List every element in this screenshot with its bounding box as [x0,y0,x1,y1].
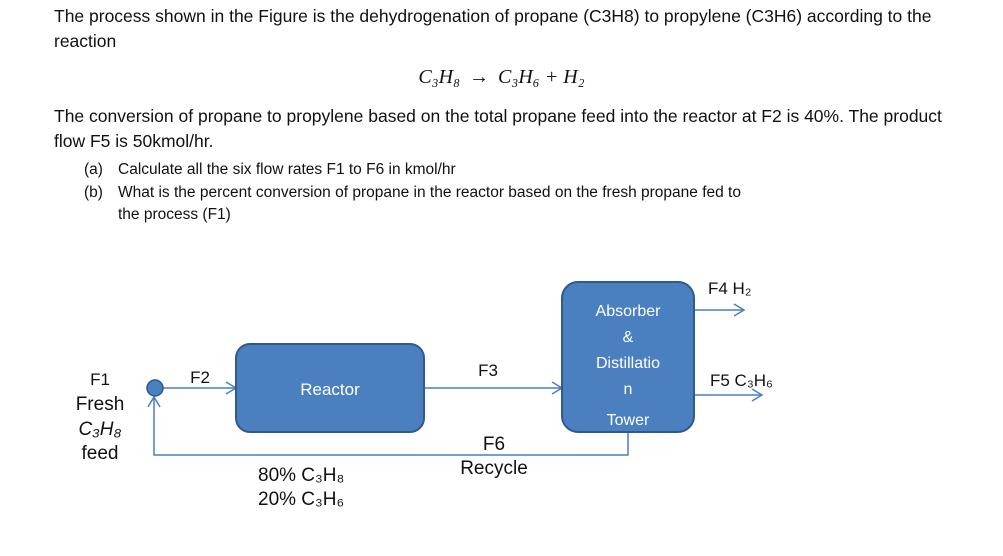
f5-label: F5 C₃H₆ [710,371,773,390]
intro-paragraph: The process shown in the Figure is the d… [54,6,932,51]
composition-propane: 80% C₃H₈ [258,465,344,486]
absorber-label-1: Absorber [596,303,662,320]
f1-label: F1 [90,370,110,389]
fresh-label-3: feed [82,443,119,464]
question-b-text-line1: What is the percent conversion of propan… [118,184,741,201]
recycle-line [153,397,629,456]
question-a: (a) Calculate all the six flow rates F1 t… [84,159,456,181]
f3-label: F3 [478,361,498,380]
eq-products: C₃H₆ + H₂ [498,66,585,88]
recycle-label: Recycle [460,458,528,479]
composition-propylene: 20% C₃H₆ [258,489,344,510]
absorber-label-2: & [623,329,634,346]
absorber-label-5: Tower [607,412,650,429]
reactor-box [235,343,425,433]
mixer-node [146,379,164,397]
f6-label: F6 [483,434,505,455]
absorber-label-3: Distillatio [596,355,660,372]
eq-arrow: → [469,66,490,88]
absorber-box [561,281,695,433]
fresh-label-1: Fresh [76,394,125,415]
f2-label: F2 [190,368,210,387]
reactor-label: Reactor [300,380,360,399]
eq-reactant: C₃H₈ [418,66,461,88]
question-a-text: Calculate all the six flow rates F1 to F… [118,161,456,178]
recycle-arrowhead [147,395,161,408]
question-b-label: (b) [84,184,103,201]
f4-arrowhead [733,303,746,317]
f5-arrowhead [751,388,764,402]
f4-label: F4 H₂ [708,279,751,298]
question-b: (b) What is the percent conversion of pro… [84,182,904,226]
question-a-label: (a) [84,161,103,178]
fresh-label-2: C₃H₈ [79,419,122,440]
question-b-text-line2: the process (F1) [118,206,231,223]
absorber-label-4: n [624,381,633,398]
conversion-paragraph: The conversion of propane to propylene b… [54,106,942,151]
reaction-equation: C₃H₈ → C₃H₆ + H₂ [0,66,1003,89]
